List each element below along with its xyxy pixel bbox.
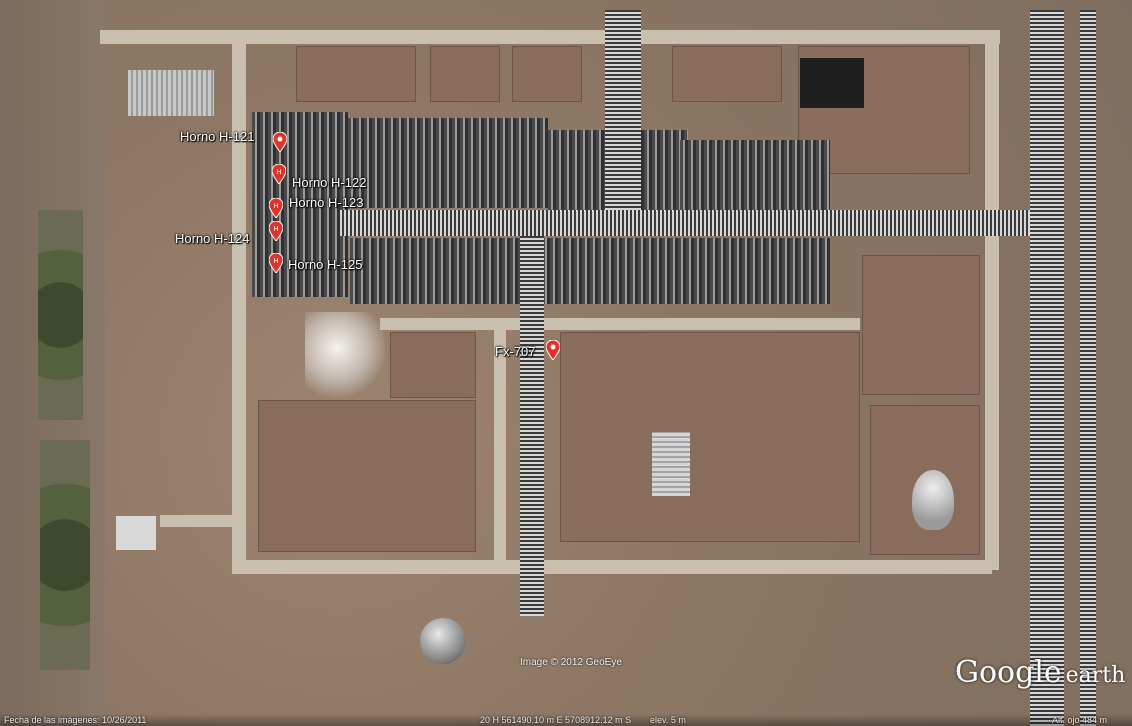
pipe-rack-east xyxy=(1080,10,1096,726)
road xyxy=(100,30,1000,44)
map-pin-icon[interactable]: H xyxy=(269,198,283,218)
cooling-tower xyxy=(912,470,954,530)
tank-area xyxy=(800,58,864,108)
map-pin-icon[interactable] xyxy=(546,340,560,360)
marker-label: Horno H-121 xyxy=(180,129,255,144)
logo-word: Google xyxy=(955,655,1062,690)
pipe-rack xyxy=(340,210,1040,236)
coordinates-readout: 20 H 561490.10 m E 5708912.12 m S xyxy=(480,715,632,725)
plot xyxy=(512,46,582,102)
warehouse-roof xyxy=(128,70,214,116)
marker-label: Horno H-122 xyxy=(292,175,367,190)
process-unit xyxy=(680,140,830,210)
status-bar: Fecha de las imágenes: 10/26/2011 20 H 5… xyxy=(0,714,1132,726)
plot xyxy=(296,46,416,102)
road xyxy=(160,515,240,527)
plot xyxy=(672,46,782,102)
map-pin-icon[interactable] xyxy=(273,132,287,152)
svg-text:H: H xyxy=(273,257,278,265)
road xyxy=(985,30,999,570)
map-pin-icon[interactable]: H xyxy=(269,253,283,273)
road xyxy=(232,30,246,570)
svg-text:H: H xyxy=(273,202,278,210)
marker-label: Fx-707 xyxy=(495,344,536,359)
pipe-rack-vertical xyxy=(605,10,641,210)
map-pin-icon[interactable]: H xyxy=(269,221,283,241)
plot xyxy=(862,255,980,395)
svg-text:H: H xyxy=(273,225,278,233)
pipe-rack-east xyxy=(1030,10,1064,726)
road xyxy=(232,560,992,574)
plot xyxy=(560,332,860,542)
marker-label: Horno H-125 xyxy=(288,257,363,272)
road xyxy=(494,318,506,568)
map-pin-icon[interactable]: H xyxy=(272,164,286,184)
process-unit xyxy=(350,238,830,304)
steam-plume xyxy=(305,312,385,402)
svg-text:H: H xyxy=(276,168,281,176)
logo-suffix: earth xyxy=(1065,663,1126,688)
imagery-date: Fecha de las imágenes: 10/26/2011 xyxy=(4,715,147,725)
building-roof xyxy=(116,516,156,550)
road xyxy=(380,318,860,330)
imagery-credit: Image © 2012 GeoEye xyxy=(520,657,622,668)
eye-altitude-readout: Alt. ojo 484 m xyxy=(1052,715,1108,725)
furnace-block xyxy=(252,112,348,297)
marker-label: Horno H-124 xyxy=(175,231,250,246)
vegetation-strip-lower xyxy=(40,440,90,670)
shed-roof xyxy=(652,432,690,496)
plot xyxy=(430,46,500,102)
storage-sphere xyxy=(420,618,466,664)
pipe-rack-vertical xyxy=(520,236,544,616)
process-unit xyxy=(348,118,548,208)
plot xyxy=(258,400,476,552)
vegetation-strip xyxy=(38,210,83,420)
marker-label: Horno H-123 xyxy=(289,195,364,210)
plot xyxy=(390,332,476,398)
elevation-readout: elev. 5 m xyxy=(650,715,686,725)
